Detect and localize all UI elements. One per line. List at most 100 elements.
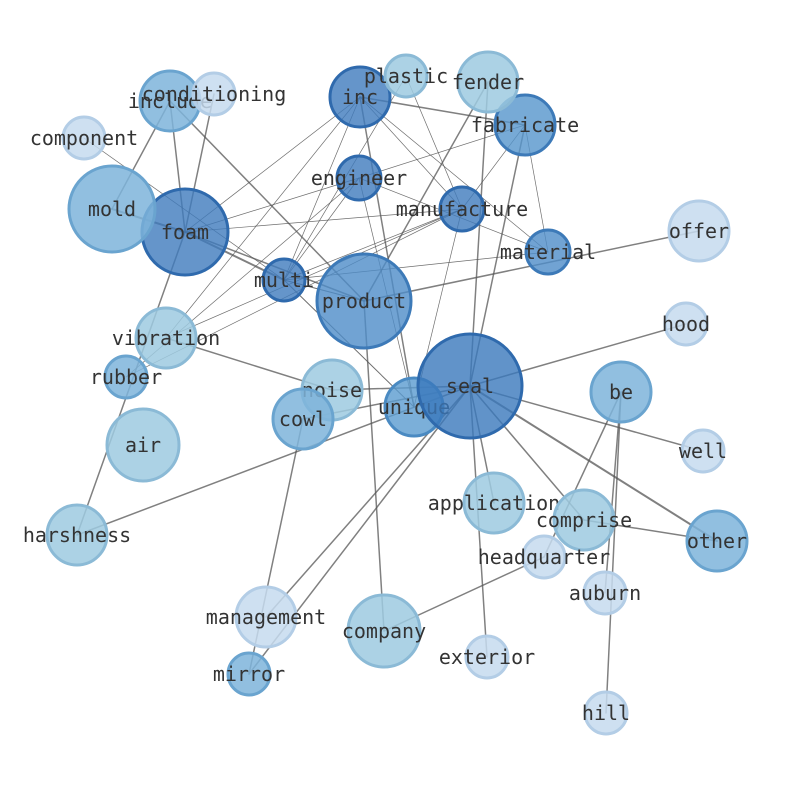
node-circle-vibration xyxy=(134,306,198,370)
node-circle-headquarter xyxy=(521,534,567,580)
node-label-comprise: comprise xyxy=(536,508,632,532)
node-engineer: engineer xyxy=(311,154,407,202)
node-layer: inc fabricate engineer manufacture material m… xyxy=(23,50,749,736)
node-circle-be xyxy=(589,360,653,424)
node-headquarter: headquarter xyxy=(478,534,610,580)
node-label-conditioning: conditioning xyxy=(142,82,287,106)
node-circle-offer xyxy=(667,199,731,263)
node-label-hill: hill xyxy=(582,701,630,725)
node-label-harshness: harshness xyxy=(23,523,131,547)
node-label-foam: foam xyxy=(161,220,209,244)
node-label-mold: mold xyxy=(88,197,136,221)
edge-inc-vibration xyxy=(165,96,361,339)
node-circle-engineer xyxy=(335,154,383,202)
node-label-inc: inc xyxy=(342,85,378,109)
node-management: management xyxy=(206,585,326,649)
node-circle-well xyxy=(680,428,726,474)
node-circle-conditioning xyxy=(191,71,237,117)
node-label-air: air xyxy=(125,433,161,457)
node-label-manufacture: manufacture xyxy=(396,197,528,221)
node-fender: fender xyxy=(452,50,524,114)
node-vibration: vibration xyxy=(112,306,220,370)
node-circle-comprise xyxy=(552,488,616,552)
node-circle-fender xyxy=(456,50,520,114)
node-be: be xyxy=(589,360,653,424)
node-label-multi: multi xyxy=(254,268,314,292)
node-hood: hood xyxy=(662,301,710,347)
node-conditioning: conditioning xyxy=(142,71,287,117)
node-exterior: exterior xyxy=(439,634,535,680)
node-label-engineer: engineer xyxy=(311,166,407,190)
edge-inc-unique xyxy=(359,96,415,408)
node-circle-management xyxy=(234,585,298,649)
node-fabricate: fabricate xyxy=(471,93,579,157)
node-well: well xyxy=(679,428,727,474)
node-label-mirror: mirror xyxy=(213,662,285,686)
node-rubber: rubber xyxy=(90,354,162,400)
node-label-fender: fender xyxy=(452,70,524,94)
edge-plastic-manufacture xyxy=(405,75,463,210)
edge-product-company xyxy=(363,300,385,632)
node-comprise: comprise xyxy=(536,488,632,552)
node-other: other xyxy=(685,509,749,573)
node-circle-multi xyxy=(261,257,307,303)
node-hill: hill xyxy=(582,690,630,736)
node-label-vibration: vibration xyxy=(112,326,220,350)
node-label-auburn: auburn xyxy=(569,581,641,605)
node-label-exterior: exterior xyxy=(439,645,535,669)
node-component: component xyxy=(30,115,138,161)
node-circle-seal xyxy=(416,332,524,440)
node-circle-application xyxy=(462,471,526,535)
node-plastic: plastic xyxy=(364,53,448,99)
node-offer: offer xyxy=(667,199,731,263)
node-circle-hood xyxy=(663,301,709,347)
node-circle-auburn xyxy=(582,570,628,616)
node-circle-fabricate xyxy=(493,93,557,157)
node-manufacture: manufacture xyxy=(396,185,528,233)
node-air: air xyxy=(105,407,181,483)
node-label-seal: seal xyxy=(446,374,494,398)
node-label-product: product xyxy=(322,289,406,313)
node-label-fabricate: fabricate xyxy=(471,113,579,137)
node-label-well: well xyxy=(679,439,727,463)
node-multi: multi xyxy=(254,257,314,303)
node-label-be: be xyxy=(609,380,633,404)
node-circle-manufacture xyxy=(438,185,486,233)
edge-manufacture-multi xyxy=(283,208,463,281)
node-label-rubber: rubber xyxy=(90,365,162,389)
node-label-offer: offer xyxy=(669,219,729,243)
node-label-hood: hood xyxy=(662,312,710,336)
node-seal: seal xyxy=(416,332,524,440)
node-circle-component xyxy=(61,115,107,161)
node-company: company xyxy=(342,593,426,669)
node-circle-cowl xyxy=(271,387,335,451)
node-circle-rubber xyxy=(103,354,149,400)
node-label-company: company xyxy=(342,619,426,643)
edge-be-hill xyxy=(605,391,622,714)
edge-manufacture-vibration xyxy=(165,208,463,339)
node-circle-mirror xyxy=(226,651,272,697)
edge-inc-material xyxy=(359,96,549,253)
node-label-other: other xyxy=(687,529,747,553)
node-circle-air xyxy=(105,407,181,483)
node-cowl: cowl xyxy=(271,387,335,451)
node-circle-hill xyxy=(583,690,629,736)
edge-inc-multi xyxy=(283,96,361,281)
node-label-application: application xyxy=(428,491,560,515)
node-label-material: material xyxy=(500,240,596,264)
node-label-component: component xyxy=(30,126,138,150)
node-circle-plastic xyxy=(383,53,429,99)
node-product: product xyxy=(315,252,413,350)
node-circle-inc xyxy=(328,65,392,129)
node-label-headquarter: headquarter xyxy=(478,545,610,569)
node-circle-other xyxy=(685,509,749,573)
node-circle-product xyxy=(315,252,413,350)
node-auburn: auburn xyxy=(569,570,641,616)
node-circle-exterior xyxy=(464,634,510,680)
node-material: material xyxy=(500,228,596,276)
node-circle-company xyxy=(346,593,422,669)
edge-be-auburn xyxy=(604,391,622,594)
node-mirror: mirror xyxy=(213,651,285,697)
node-circle-mold xyxy=(67,164,157,254)
